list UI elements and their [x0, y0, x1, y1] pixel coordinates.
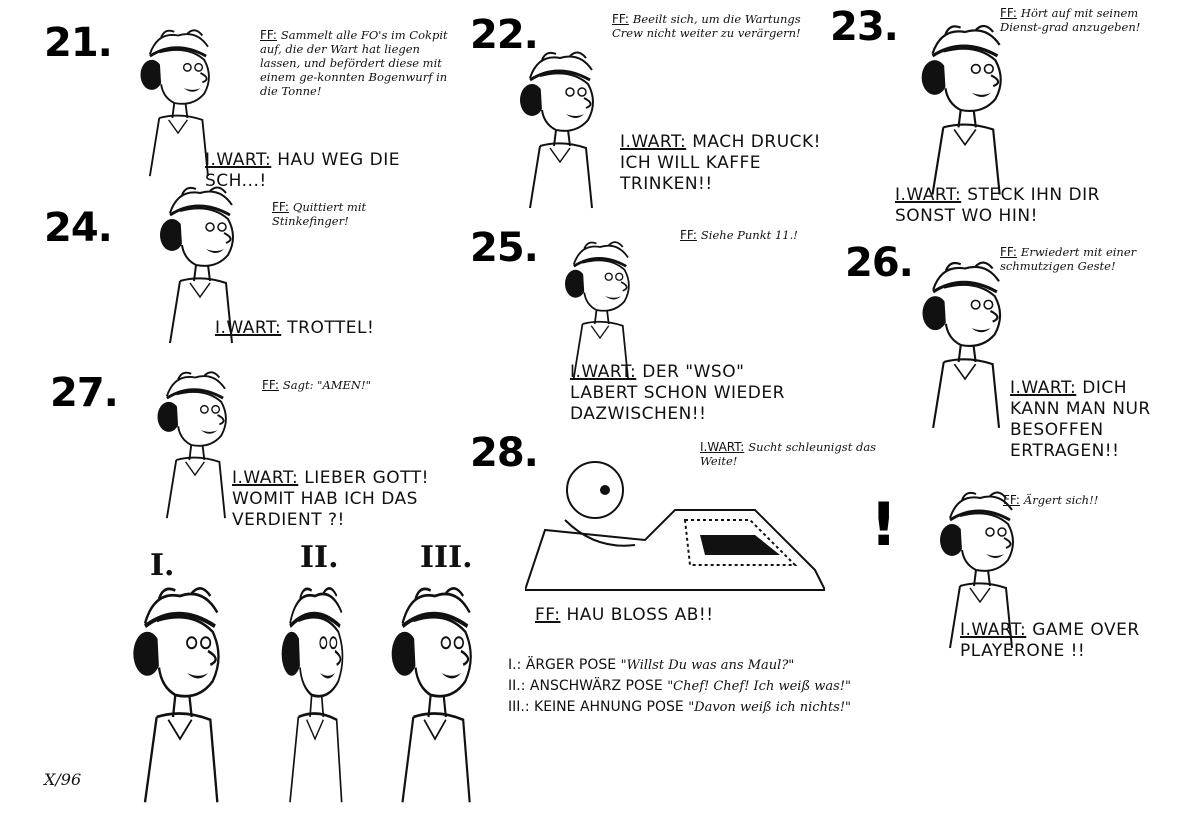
panel-number: 21.	[44, 20, 113, 66]
panel-number: 23.	[830, 4, 899, 50]
wart-text: HAU WEG DIE SCH...!	[205, 150, 400, 191]
ff-text: Sammelt alle FO's im Cokpit auf, die der…	[260, 28, 448, 98]
wart-text: GAME OVER PLAYERONE !!	[960, 620, 1140, 661]
ff-speech: FF:HAU BLOSS AB!!	[535, 605, 735, 626]
pose-numeral: I.	[150, 548, 175, 583]
panel-number: 27.	[50, 370, 119, 416]
ff-label: FF:	[260, 28, 277, 42]
legend-name: ÄRGER POSE	[525, 657, 617, 673]
ff-label: FF:	[680, 228, 697, 242]
wart-label: I.WART:	[700, 440, 745, 454]
wart-label: I.WART:	[895, 185, 962, 205]
jet-cockpit-canopy-icon	[523, 450, 827, 600]
wart-speech: I.WART:DER "WSO" LABERT SCHON WIEDER DAZ…	[570, 362, 810, 425]
ff-text: Hört auf mit seinem Dienst-grad anzugebe…	[1000, 6, 1141, 34]
ff-label: FF:	[262, 378, 279, 392]
ff-label: FF:	[1000, 245, 1017, 259]
wart-speech: I.WART:LIEBER GOTT! WOMIT HAB ICH DAS VE…	[232, 468, 462, 531]
legend-key: III.:	[508, 699, 530, 715]
ff-text: Siehe Punkt 11.!	[700, 228, 798, 242]
cartoon-figure-headset-icon	[500, 40, 620, 220]
cartoon-figure-headset-icon	[525, 240, 675, 380]
ff-label: FF:	[1000, 6, 1017, 20]
ff-caption: FF:Sammelt alle FO's im Cokpit auf, die …	[260, 28, 450, 98]
cartoon-figure-headset-icon	[265, 585, 365, 805]
legend-quote: "Chef! Chef! Ich weiß was!"	[667, 679, 852, 694]
cartoon-figure-headset-icon	[370, 585, 500, 805]
wart-speech: I.WART:MACH DRUCK! ICH WILL KAFFE TRINKE…	[620, 132, 845, 195]
wart-speech: I.WART:TROTTEL!	[215, 318, 415, 339]
legend-item: III.: KEINE AHNUNG POSE "Davon weiß ich …	[508, 697, 851, 718]
exclamation-mark: !	[870, 490, 897, 560]
ff-caption: FF:Ärgert sich!!	[1003, 493, 1153, 507]
ff-caption: FF:Hört auf mit seinem Dienst-grad anzug…	[1000, 6, 1160, 34]
legend-key: I.:	[508, 657, 522, 673]
wart-speech: I.WART:HAU WEG DIE SCH...!	[205, 150, 435, 192]
wart-label: I.WART:	[960, 620, 1027, 640]
wart-speech: I.WART:DICH KANN MAN NUR BESOFFEN ERTRAG…	[1010, 378, 1170, 462]
wart-text: LIEBER GOTT! WOMIT HAB ICH DAS VERDIENT …	[232, 468, 429, 530]
wart-text: DICH KANN MAN NUR BESOFFEN ERTRAGEN!!	[1010, 378, 1151, 461]
legend-quote: "Willst Du was ans Maul?"	[620, 658, 795, 673]
wart-text: DER "WSO" LABERT SCHON WIEDER DAZWISCHEN…	[570, 362, 785, 424]
cartoon-figure-headset-icon	[110, 585, 250, 805]
cartoon-figure-headset-icon	[900, 20, 1030, 200]
wart-text: STECK IHN DIR SONST WO HIN!	[895, 185, 1100, 226]
ff-label: FF:	[1003, 493, 1020, 507]
legend-item: II.: ANSCHWÄRZ POSE "Chef! Chef! Ich wei…	[508, 676, 851, 697]
wart-label: I.WART:	[215, 318, 282, 338]
artist-signature: X/96	[44, 770, 82, 789]
legend-item: I.: ÄRGER POSE "Willst Du was ans Maul?"	[508, 655, 851, 676]
wart-note: I.WART:Sucht schleunigst das Weite!	[700, 440, 890, 468]
pose-legend: I.: ÄRGER POSE "Willst Du was ans Maul?"…	[508, 655, 851, 718]
wart-note-text: Sucht schleunigst das Weite!	[700, 440, 877, 468]
wart-label: I.WART:	[205, 150, 272, 170]
pose-numeral: III.	[420, 540, 473, 575]
ff-text: Quittiert mit Stinkefinger!	[272, 200, 367, 228]
legend-key: II.:	[508, 678, 526, 694]
legend-quote: "Davon weiß ich nichts!"	[688, 700, 852, 715]
ff-text: Erwiedert mit einer schmutzigen Geste!	[1000, 245, 1137, 273]
ff-text: Sagt: "AMEN!"	[282, 378, 371, 392]
panel-number: 28.	[470, 430, 539, 476]
ff-caption: FF:Siehe Punkt 11.!	[680, 228, 840, 242]
ff-label: FF:	[535, 605, 561, 625]
ff-text: Beeilt sich, um die Wartungs Crew nicht …	[612, 12, 801, 40]
ff-text: Ärgert sich!!	[1023, 493, 1099, 507]
wart-label: I.WART:	[1010, 378, 1077, 398]
ff-caption: FF:Erwiedert mit einer schmutzigen Geste…	[1000, 245, 1160, 273]
legend-name: ANSCHWÄRZ POSE	[529, 678, 663, 694]
wart-text: MACH DRUCK! ICH WILL KAFFE TRINKEN!!	[620, 132, 821, 194]
ff-speech-text: HAU BLOSS AB!!	[566, 605, 714, 625]
panel-number: 24.	[44, 205, 113, 251]
panel-number: 26.	[845, 240, 914, 286]
wart-text: TROTTEL!	[287, 318, 375, 338]
ff-label: FF:	[612, 12, 629, 26]
wart-speech: I.WART:STECK IHN DIR SONST WO HIN!	[895, 185, 1165, 227]
ff-caption: FF:Beeilt sich, um die Wartungs Crew nic…	[612, 12, 802, 40]
pose-numeral: II.	[300, 540, 339, 575]
wart-label: I.WART:	[232, 468, 299, 488]
ff-caption: FF:Quittiert mit Stinkefinger!	[272, 200, 412, 228]
panel-number: 22.	[470, 12, 539, 58]
ff-caption: FF:Sagt: "AMEN!"	[262, 378, 442, 392]
wart-label: I.WART:	[570, 362, 637, 382]
wart-speech: I.WART:GAME OVER PLAYERONE !!	[960, 620, 1160, 662]
wart-label: I.WART:	[620, 132, 687, 152]
legend-name: KEINE AHNUNG POSE	[534, 699, 684, 715]
ff-label: FF:	[272, 200, 289, 214]
panel-number: 25.	[470, 225, 539, 271]
